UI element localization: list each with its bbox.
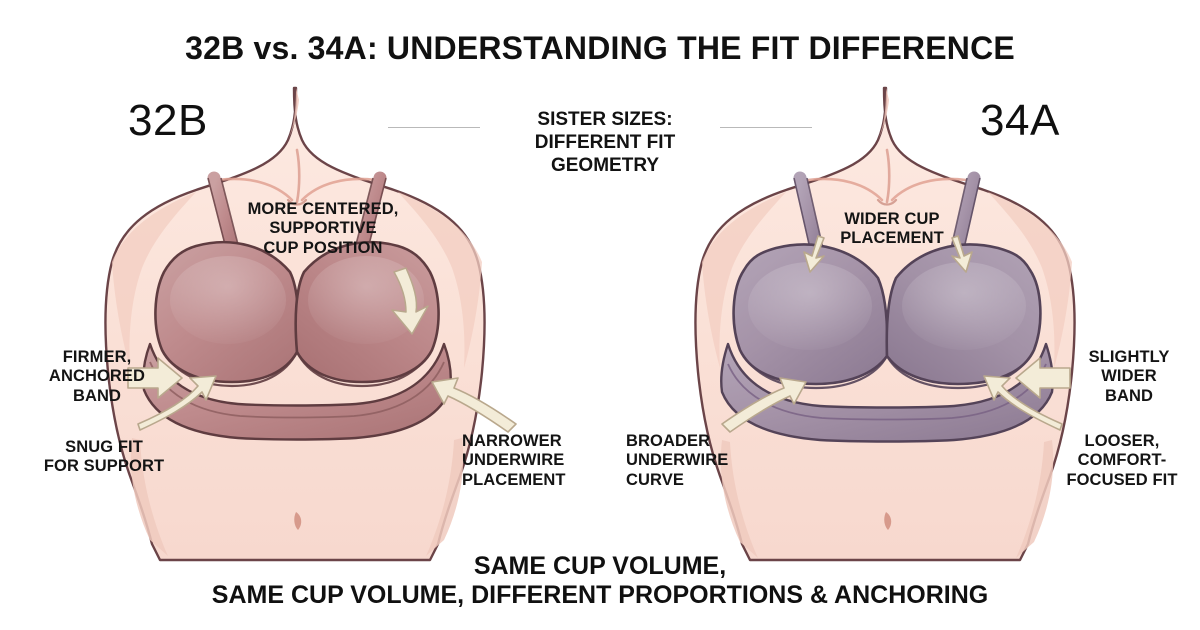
bottom-caption-line-2: SAME CUP VOLUME, DIFFERENT PROPORTIONS &… — [211, 580, 989, 609]
arrow-more-centered — [391, 267, 429, 335]
center-caption-line-2: DIFFERENT FIT — [534, 132, 676, 154]
arrow-markers — [127, 235, 1071, 433]
center-caption-line-3: GEOMETRY — [550, 155, 660, 177]
size-label-left: 32B — [128, 96, 208, 145]
center-caption: SISTER SIZES: DIFFERENT FIT GEOMETRY — [480, 108, 730, 178]
bottom-caption: SAME CUP VOLUME, SAME CUP VOLUME, DIFFER… — [0, 552, 1200, 609]
arrow-wider-cup-right — [951, 235, 973, 273]
arrow-snug-fit — [137, 375, 217, 431]
arrow-wider-cup-left — [803, 235, 825, 273]
arrow-broader-underwire — [721, 377, 807, 433]
page-title: 32B vs. 34A: UNDERSTANDING THE FIT DIFFE… — [185, 30, 1015, 66]
center-rule-right — [720, 127, 812, 128]
arrow-narrower-underwire — [431, 377, 517, 433]
bottom-caption-line-1: SAME CUP VOLUME, — [473, 552, 727, 580]
figure-right-34a — [694, 86, 1076, 562]
arrow-looser-fit — [983, 375, 1063, 431]
center-rule-left — [388, 127, 480, 128]
figure-left-32b — [104, 86, 486, 562]
arrow-slightly-wider-band — [1015, 357, 1071, 399]
center-caption-line-1: SISTER SIZES: — [537, 109, 673, 130]
arrow-firmer-band — [127, 357, 183, 399]
size-label-right: 34A — [980, 96, 1060, 145]
annotation-looser-comfort-focused-fit: LOOSER,COMFORT-FOCUSED FIT — [1066, 432, 1178, 489]
